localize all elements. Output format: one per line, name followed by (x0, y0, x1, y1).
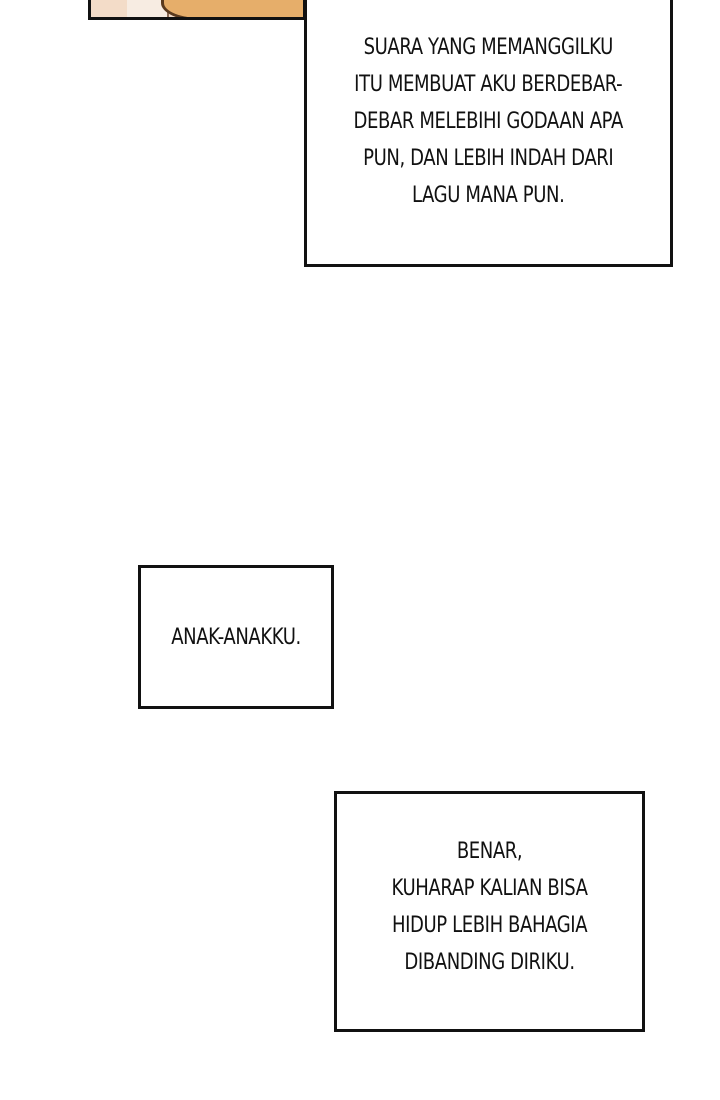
narration-text: ANAK-ANAKKU. (171, 619, 301, 656)
panel-art-hair (161, 0, 303, 17)
narration-box-wish: BENAR, KUHARAP KALIAN BISA HIDUP LEBIH B… (334, 791, 645, 1032)
narration-line: ANAK-ANAKKU. (171, 624, 301, 650)
narration-text: SUARA YANG MEMANGGILKU ITU MEMBUAT AKU B… (353, 29, 624, 214)
narration-line: DIBANDING DIRIKU. (404, 949, 575, 975)
narration-line: SUARA YANG MEMANGGILKU (363, 35, 614, 60)
narration-box-voice: SUARA YANG MEMANGGILKU ITU MEMBUAT AKU B… (304, 0, 673, 267)
narration-line: BENAR, (456, 838, 523, 864)
narration-box-children: ANAK-ANAKKU. (138, 565, 334, 709)
narration-line: ITU MEMBUAT AKU BERDEBAR- (354, 72, 623, 97)
narration-line: KUHARAP KALIAN BISA (391, 875, 588, 901)
narration-line: HIDUP LEBIH BAHAGIA (391, 912, 588, 938)
narration-line: LAGU MANA PUN. (412, 183, 565, 208)
narration-text: BENAR, KUHARAP KALIAN BISA HIDUP LEBIH B… (391, 833, 587, 981)
narration-line: DEBAR MELEBIHI GODAAN APA (353, 109, 624, 134)
comic-panel-art-fragment (88, 0, 306, 20)
narration-line: PUN, DAN LEBIH INDAH DARI (363, 146, 614, 171)
